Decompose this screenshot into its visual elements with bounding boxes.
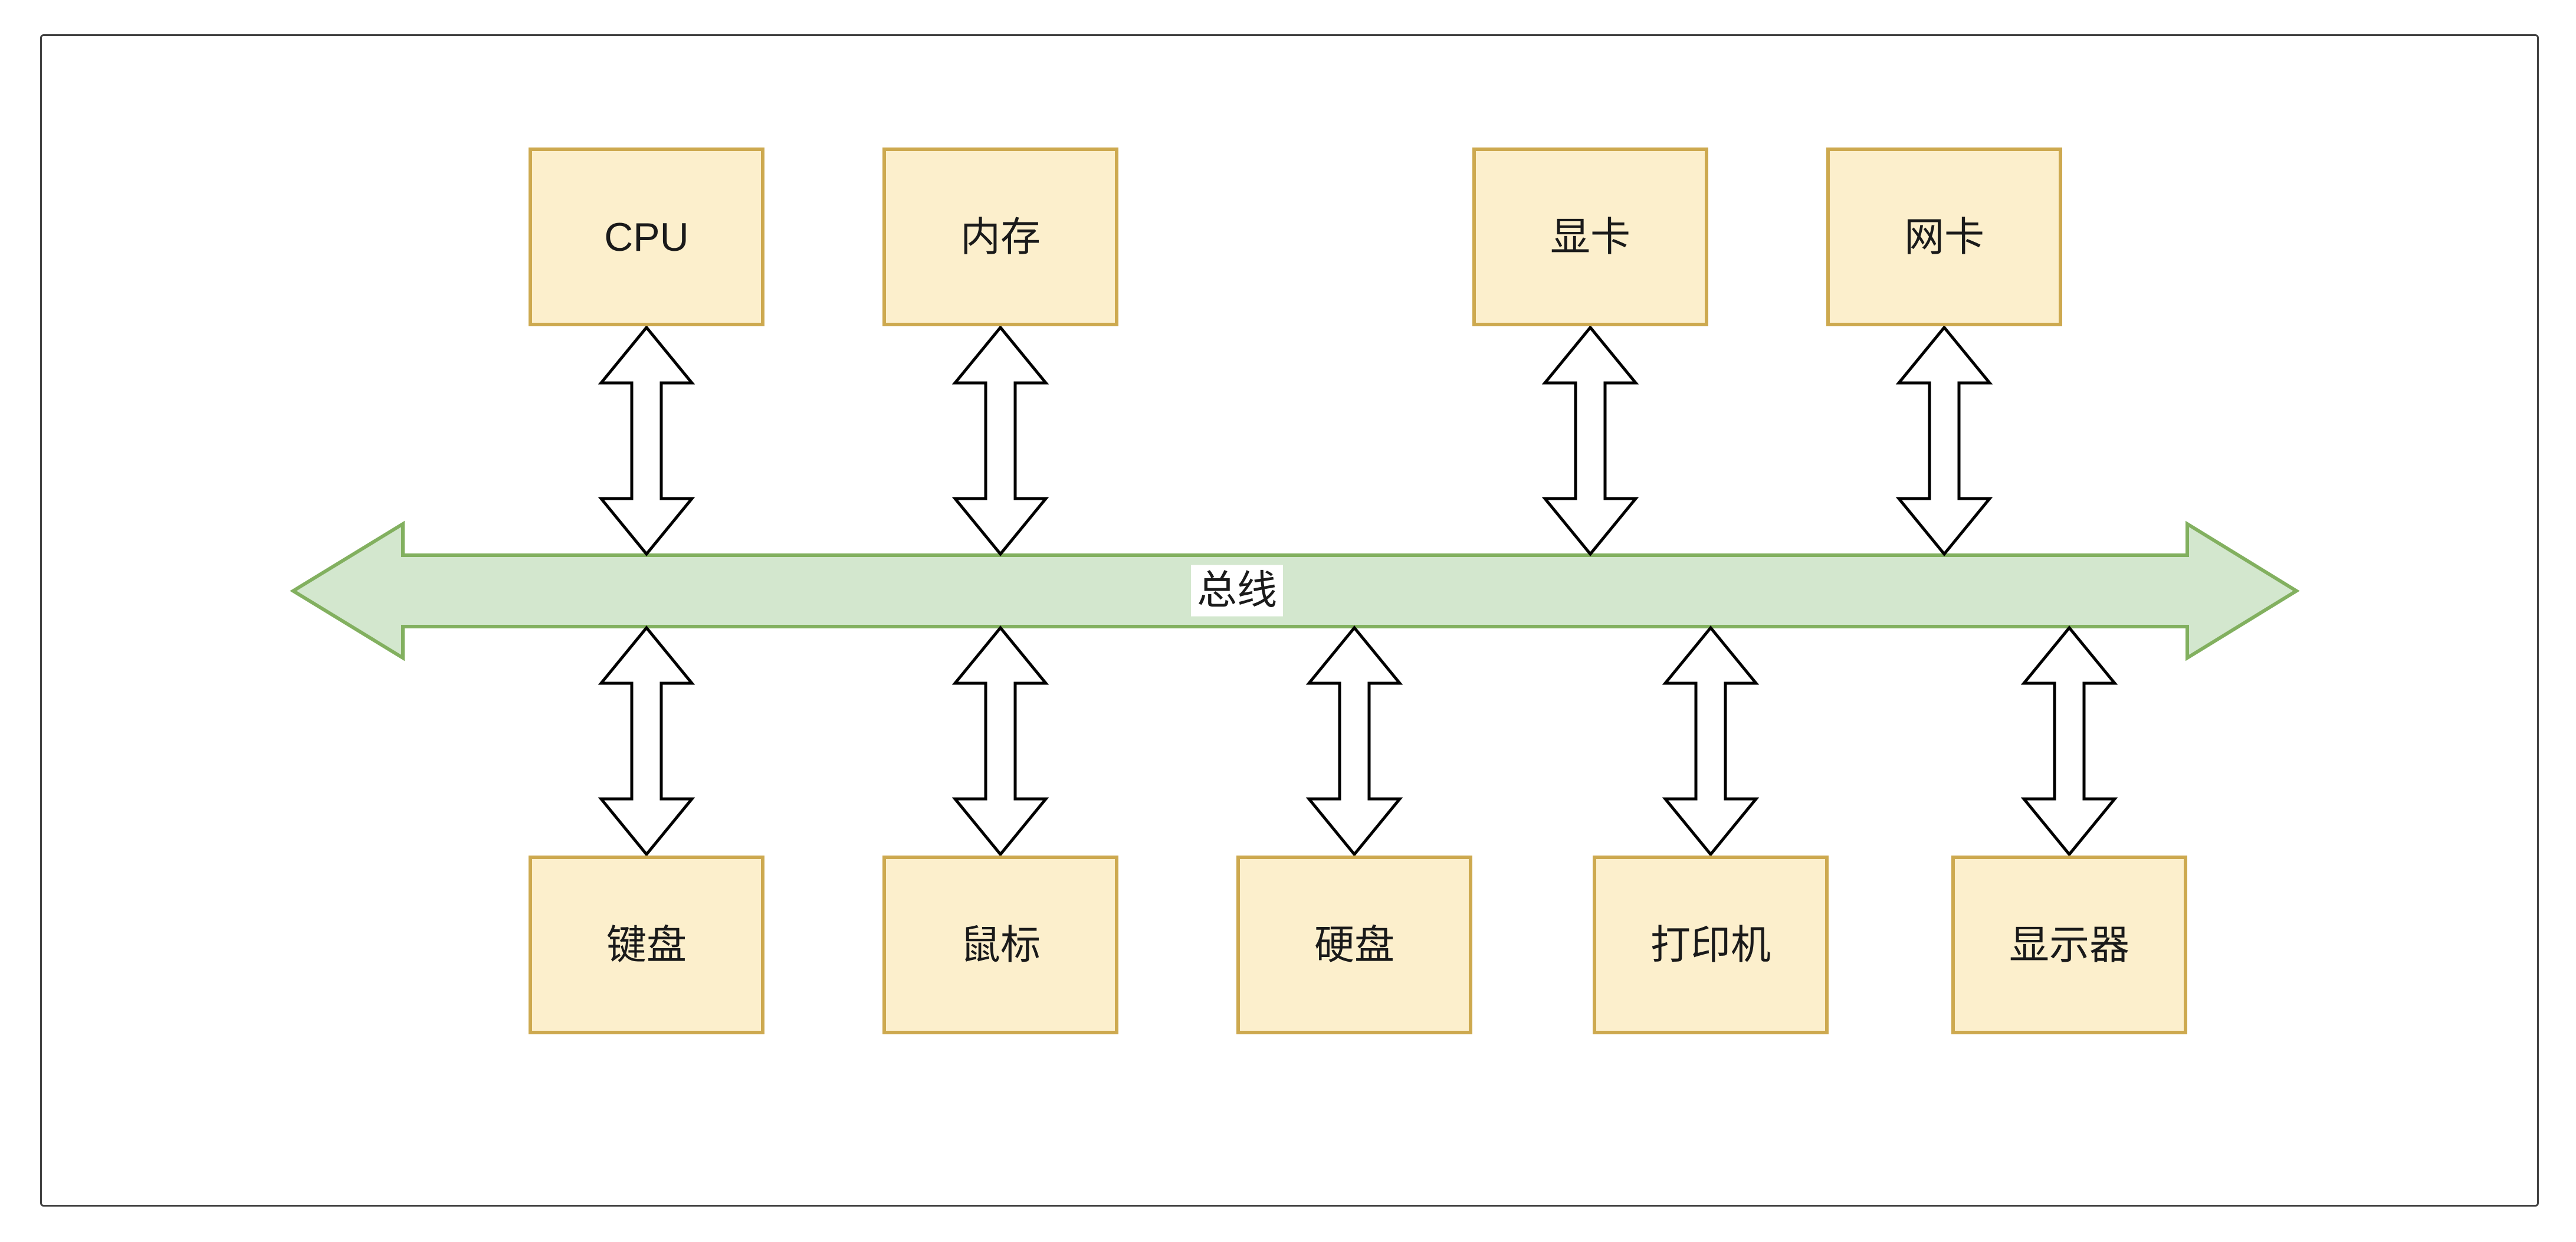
connector-graphics-card-bus bbox=[1541, 325, 1639, 556]
connector-mouse-bus bbox=[951, 625, 1049, 857]
node-keyboard: 键盘 bbox=[529, 856, 764, 1034]
node-cpu: CPU bbox=[529, 148, 764, 326]
node-label: 键盘 bbox=[606, 922, 687, 968]
connector-cpu-bus bbox=[598, 325, 695, 556]
node-mouse: 鼠标 bbox=[882, 856, 1118, 1034]
node-printer: 打印机 bbox=[1593, 856, 1829, 1034]
connector-keyboard-bus bbox=[598, 625, 695, 857]
node-label: 显示器 bbox=[2009, 922, 2129, 968]
node-label: 硬盘 bbox=[1314, 922, 1394, 968]
node-label: 打印机 bbox=[1650, 922, 1771, 968]
connector-network-card-bus bbox=[1895, 325, 1993, 556]
node-monitor: 显示器 bbox=[1951, 856, 2187, 1034]
node-memory: 内存 bbox=[882, 148, 1118, 326]
node-label: 显卡 bbox=[1550, 214, 1630, 260]
bus-arrow bbox=[290, 520, 2300, 661]
node-label: 鼠标 bbox=[960, 922, 1041, 968]
node-graphics-card: 显卡 bbox=[1472, 148, 1708, 326]
node-label: 网卡 bbox=[1904, 214, 1984, 260]
node-hard-disk: 硬盘 bbox=[1236, 856, 1472, 1034]
connector-hard-disk-bus bbox=[1305, 625, 1403, 857]
bus-label: 总线 bbox=[1190, 565, 1284, 617]
node-label: 内存 bbox=[960, 214, 1041, 260]
connector-monitor-bus bbox=[2020, 625, 2118, 857]
connector-memory-bus bbox=[951, 325, 1049, 556]
node-network-card: 网卡 bbox=[1826, 148, 2062, 326]
node-label: CPU bbox=[604, 214, 689, 260]
connector-printer-bus bbox=[1662, 625, 1760, 857]
diagram-border bbox=[40, 34, 2539, 1207]
